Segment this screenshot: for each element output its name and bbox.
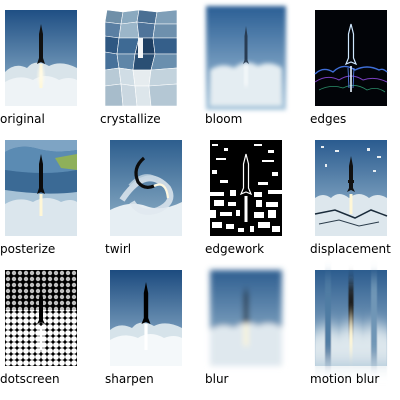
gallery-item-crystallize[interactable]: crystallize — [100, 9, 196, 140]
gallery-item-dotscreen[interactable]: dotscreen — [0, 270, 96, 400]
thumbnail-original — [5, 10, 77, 106]
gallery-item-bloom[interactable]: bloom — [205, 6, 301, 140]
gallery-item-displacement[interactable]: displacement — [310, 140, 400, 270]
gallery-item-motion-blur[interactable]: motion blur — [310, 270, 400, 400]
thumbnail-blur — [210, 270, 282, 366]
gallery-label: crystallize — [100, 112, 161, 126]
gallery-label: edgework — [205, 242, 265, 256]
gallery-label: sharpen — [105, 372, 154, 386]
gallery-item-twirl[interactable]: twirl — [105, 140, 201, 270]
thumbnail-edgework — [210, 140, 282, 236]
thumbnail-dotscreen — [5, 270, 77, 366]
thumbnail-bloom — [206, 6, 286, 110]
gallery-item-sharpen[interactable]: sharpen — [105, 270, 201, 400]
thumbnail-motion-blur — [315, 270, 387, 366]
gallery-label: dotscreen — [0, 372, 60, 386]
gallery-label: original — [0, 112, 45, 126]
gallery-label: motion blur — [310, 372, 380, 386]
gallery-item-edges[interactable]: edges — [310, 10, 400, 140]
gallery-label: twirl — [105, 242, 132, 256]
gallery-label: posterize — [0, 242, 56, 256]
gallery-label: displacement — [310, 242, 391, 256]
thumbnail-crystallize — [104, 9, 178, 107]
thumbnail-posterize — [5, 140, 77, 236]
gallery-item-blur[interactable]: blur — [205, 270, 301, 400]
thumbnail-sharpen — [110, 270, 182, 366]
thumbnail-twirl — [110, 140, 182, 236]
gallery-label: edges — [310, 112, 347, 126]
thumbnail-displacement — [314, 140, 388, 236]
gallery-item-posterize[interactable]: posterize — [0, 140, 96, 270]
gallery-item-original[interactable]: original — [0, 10, 96, 140]
gallery-label: bloom — [205, 112, 243, 126]
gallery-label: blur — [205, 372, 229, 386]
thumbnail-edges — [314, 10, 388, 106]
gallery-item-edgework[interactable]: edgework — [205, 140, 301, 270]
